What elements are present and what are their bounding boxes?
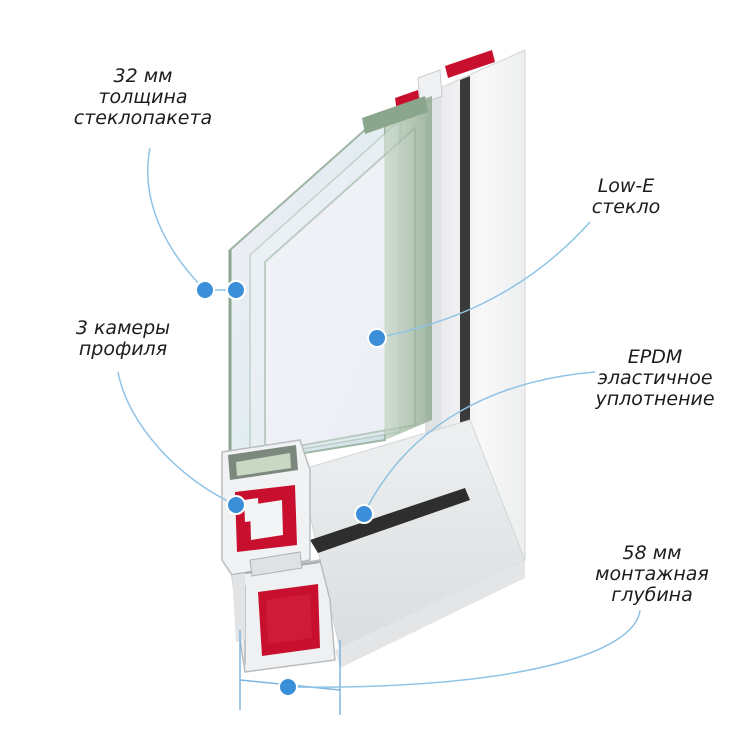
callout-line: 32 мм [113,65,173,87]
dot-low-e [367,328,387,348]
callout-line: толщина [98,86,188,108]
callout-line: глубина [611,584,693,606]
callout-epdm: EPDM эластичное уплотнение [580,347,730,410]
leader-depth [287,609,641,688]
dot-epdm [354,504,374,524]
leader-glass-unit [147,147,206,291]
callout-leaders [117,147,641,688]
callout-line: монтажная [595,563,709,585]
callout-glass-unit: 32 мм толщина стеклопакета [68,66,218,129]
dot-glass-unit-a [195,280,215,300]
callout-line: Low-E [597,175,655,197]
callout-low-e: Low-E стекло [566,176,686,218]
callout-line: 3 камеры [75,317,171,339]
profile-cross-section [221,439,336,673]
leader-epdm [363,371,596,515]
leader-chambers [117,371,237,506]
dot-depth [278,677,298,697]
callout-line: 58 мм [622,542,682,564]
callout-chambers: 3 камеры профиля [58,318,188,360]
glazing-unit [228,96,432,467]
callout-line: уплотнение [595,388,715,410]
dot-chambers [226,495,246,515]
callout-line: профиля [78,338,168,360]
callout-line: стекло [591,196,661,218]
callout-line: стеклопакета [73,107,213,129]
dot-glass-unit-b [226,280,246,300]
callout-line: EPDM [627,346,683,368]
callout-dots [195,280,387,697]
leader-low-e [376,221,591,339]
callout-line: эластичное [597,367,713,389]
frame-bottom-sill [299,419,526,668]
callout-depth: 58 мм монтажная глубина [582,543,722,606]
